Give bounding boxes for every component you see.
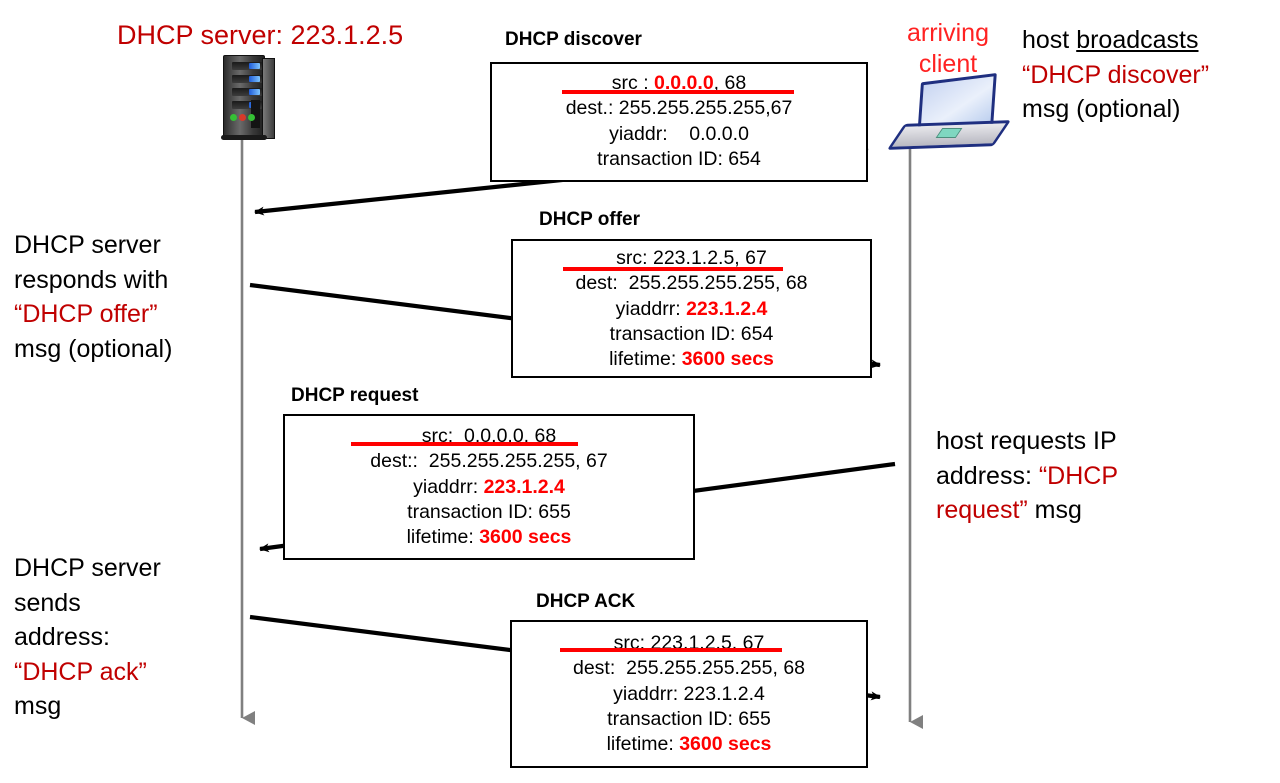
offer-line-src: src: 223.1.2.5, 67 [616,247,767,269]
request-line-yiaddr: yiaddrr: 223.1.2.4 [413,475,565,498]
arriving-client-label: arriving client [878,18,1018,79]
page-title: DHCP server: 223.1.2.5 [117,20,404,50]
request-line-xid: transaction ID: 655 [407,501,571,524]
discover-line-xid: transaction ID: 654 [597,148,761,171]
offer-line-dest: dest: 255.255.255.255, 68 [513,267,870,296]
dhcp-ack-box: src: 223.1.2.5, 67 dest: 255.255.255.255… [510,620,868,768]
note-request-l2r: “DHCP [1038,461,1119,490]
note-broadcast-l1a: host [1022,26,1077,54]
note-dhcp-ack: DHCP server sends address: “DHCP ack” ms… [14,551,244,724]
discover-line-dest: dest.: 255.255.255.255,67 [492,90,866,121]
request-line-dest: dest:: 255.255.255.255, 67 [285,442,693,474]
dhcp-request-box: src: 0.0.0.0, 68 dest:: 255.255.255.255,… [283,414,695,560]
offer-line-yiaddr: yiaddrr: 223.1.2.4 [615,297,768,320]
offer-line-xid: transaction ID: 654 [609,323,774,346]
laptop-icon [887,72,1011,150]
ack-line-src: src: 223.1.2.5, 67 [613,632,765,654]
note-ack-l4: “DHCP ack” [14,657,147,686]
ack-line-dest: dest: 255.255.255.255, 68 [512,648,866,681]
note-dhcp-offer: DHCP server responds with “DHCP offer” m… [14,228,244,366]
note-request-l3a: msg [1027,496,1082,524]
ack-line-yiaddr: yiaddrr: 223.1.2.4 [613,682,765,705]
dhcp-request-title: DHCP request [291,385,419,406]
ack-line-xid: transaction ID: 655 [607,708,771,731]
discover-line-src: src : 0.0.0.0, 68 [611,72,747,94]
arriving-client-line2: client [918,49,978,78]
note-host-broadcasts: host broadcasts “DHCP discover” msg (opt… [1022,23,1278,127]
server-tower-icon [219,55,275,140]
note-ack-l2: sends [14,588,81,617]
arriving-client-line1: arriving [907,19,989,47]
note-dhcp-request: host requests IP address: “DHCP request”… [936,424,1186,528]
note-broadcast-l3: msg (optional) [1022,95,1181,123]
note-offer-l1: DHCP server [14,231,161,259]
broadcast-underline [563,267,783,271]
note-broadcast-underlined: broadcasts [1076,26,1199,54]
note-request-l3r: request” [936,496,1028,524]
offer-line-lifetime: lifetime: 3600 secs [609,348,774,371]
dhcp-offer-title: DHCP offer [539,209,640,230]
ack-line-lifetime: lifetime: 3600 secs [606,733,772,756]
note-ack-l1: DHCP server [14,554,161,582]
request-line-src: src: 0.0.0.0, 68 [421,425,557,447]
broadcast-underline [562,90,794,94]
note-broadcast-l2: “DHCP discover” [1022,60,1210,89]
note-offer-l3: “DHCP offer” [14,300,158,328]
note-ack-l3: address: [14,623,110,651]
note-request-l2a: address: [936,461,1039,490]
dhcp-discover-title: DHCP discover [505,29,642,50]
note-offer-l2: responds with [14,265,169,294]
broadcast-underline [560,648,782,652]
discover-line-yiaddr: yiaddr: 0.0.0.0 [609,122,749,145]
broadcast-underline [351,442,578,446]
dhcp-ack-title: DHCP ACK [536,591,636,612]
dhcp-discover-box: src : 0.0.0.0, 68 dest.: 255.255.255.255… [490,62,868,182]
request-line-lifetime: lifetime: 3600 secs [406,526,572,549]
note-request-l1: host requests IP [936,427,1117,455]
dhcp-offer-box: src: 223.1.2.5, 67 dest: 255.255.255.255… [511,239,872,378]
note-offer-l4: msg (optional) [14,334,173,363]
note-ack-l5: msg [14,692,62,720]
